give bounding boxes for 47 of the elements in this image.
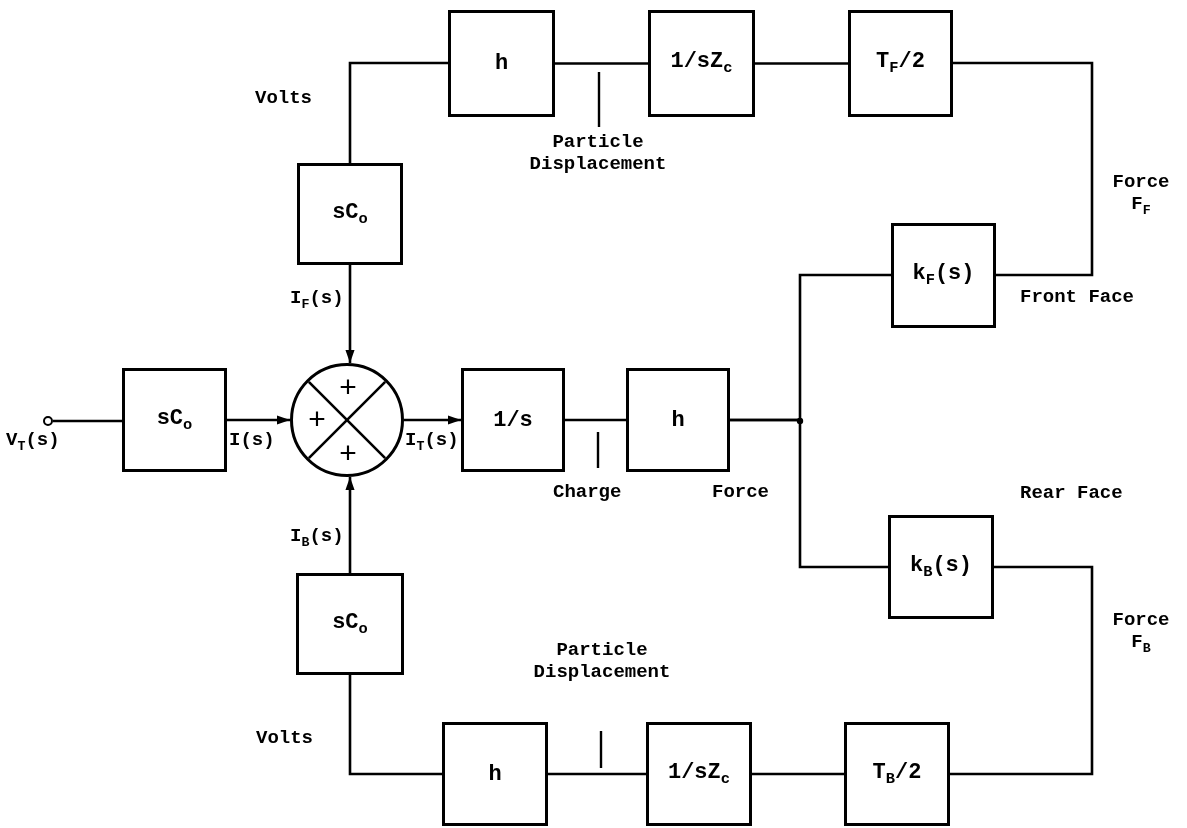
block-label: sC$_{o}$ xyxy=(156,405,193,435)
block-label: h xyxy=(494,51,509,76)
edge-label: Charge xyxy=(553,482,622,504)
edge-label: I(s) xyxy=(229,430,275,452)
block-box xyxy=(122,368,227,472)
block-box xyxy=(888,515,994,619)
block-box xyxy=(646,722,752,826)
terminal-circle xyxy=(43,416,53,426)
block-box xyxy=(844,722,950,826)
block-box xyxy=(296,573,404,675)
block-box xyxy=(442,722,548,826)
arrow xyxy=(404,415,461,425)
signal-line xyxy=(730,418,888,569)
signal-line xyxy=(953,61,1094,277)
block-label: sC$_{o}$ xyxy=(332,199,368,229)
block-label: h xyxy=(671,407,685,433)
signal-line xyxy=(53,419,122,423)
plus-sign: + xyxy=(308,406,326,436)
signal-line xyxy=(348,675,442,776)
block-label: T$_{B}$/2 xyxy=(872,759,922,789)
arrow xyxy=(345,477,355,573)
block-label: 1/sZ$_{c}$ xyxy=(670,49,733,78)
signal-line xyxy=(755,62,848,65)
block-label: k$_{F}$(s) xyxy=(912,261,975,290)
signal-line xyxy=(565,418,626,422)
block-label: h xyxy=(488,761,502,787)
signal-line xyxy=(950,565,1094,776)
signal-line xyxy=(752,772,844,776)
plus-sign: + xyxy=(339,440,357,470)
block-box xyxy=(448,10,555,117)
block-label: sC$_{o}$ xyxy=(332,609,368,639)
block-label: 1/s xyxy=(493,407,533,433)
arrow xyxy=(345,265,355,363)
block-box xyxy=(648,10,755,117)
signal-line xyxy=(548,772,646,776)
block-box xyxy=(461,368,565,472)
block-box xyxy=(626,368,730,472)
block-label: k$_{B}$(s) xyxy=(909,552,973,582)
block-box xyxy=(891,223,996,328)
block-label: 1/sZ$_{c}$ xyxy=(667,759,731,789)
block-box xyxy=(848,10,953,117)
block-box xyxy=(297,163,403,265)
block-label: T$_{F}$/2 xyxy=(876,49,925,78)
signal-line xyxy=(348,61,448,163)
signal-line xyxy=(555,62,648,65)
plus-sign: + xyxy=(339,374,357,404)
arrow xyxy=(227,415,290,425)
